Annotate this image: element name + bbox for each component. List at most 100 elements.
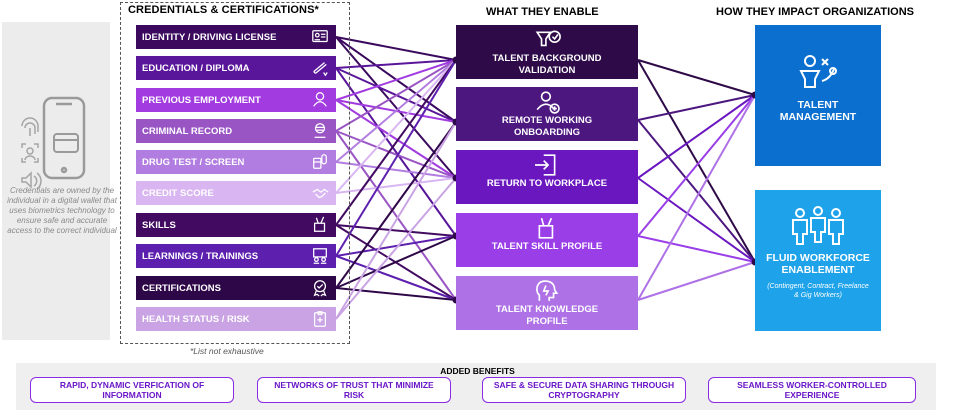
connector-line [335, 224, 457, 237]
benefit-rapid-verification: RAPID, DYNAMIC VERFICATION OF INFORMATIO… [30, 377, 234, 403]
person-icon [310, 91, 330, 109]
connector-line [335, 177, 457, 320]
connector-line [335, 59, 457, 163]
enable-label: TALENT KNOWLEDGE PROFILE [495, 304, 599, 327]
enable-return-to-workplace: RETURN TO WORKPLACE [456, 150, 638, 204]
credential-previous-employment: PREVIOUS EMPLOYMENT [136, 88, 336, 112]
impact-label: FLUID WORKFORCE ENABLEMENT [766, 252, 870, 276]
credential-label: CERTIFICATIONS [142, 282, 221, 294]
certificate-icon [310, 279, 330, 297]
credentials-header: CREDENTIALS & CERTIFICATIONS* [128, 4, 319, 16]
credential-label: LEARNINGS / TRAININGS [142, 250, 259, 262]
face-id-icon [21, 143, 39, 163]
connector-line [335, 36, 457, 61]
connector-line [335, 121, 457, 289]
connector-line [335, 121, 457, 320]
connector-line [335, 130, 457, 179]
impact-header: HOW THEY IMPACT ORGANIZATIONS [716, 6, 914, 18]
connector-line [335, 59, 457, 69]
connector-line [637, 94, 756, 237]
skill-cup-icon [532, 216, 562, 240]
digital-wallet-panel [2, 22, 110, 340]
connector-line [335, 67, 457, 237]
wallet-description: Credentials are owned by the individual … [7, 186, 117, 235]
pen-cup-icon [310, 216, 330, 234]
door-enter-icon [532, 153, 562, 177]
benefit-secure-data-sharing: SAFE & SECURE DATA SHARING THROUGH CRYPT… [482, 377, 686, 403]
impact-label: TALENT MANAGEMENT [779, 99, 857, 123]
workforce-group-icon [792, 206, 844, 245]
pills-icon [310, 153, 330, 171]
connector-line [335, 59, 457, 226]
benefit-worker-controlled: SEAMLESS WORKER-CONTROLLED EXPERIENCE [708, 377, 916, 403]
credential-label: CREDIT SCORE [142, 187, 214, 199]
enable-label: REMOTE WORKING ONBOARDING [501, 115, 593, 138]
enable-remote-working-onboarding: REMOTE WORKING ONBOARDING [456, 87, 638, 141]
id-card-icon [310, 28, 330, 46]
connector-line [637, 119, 756, 263]
enable-label: TALENT BACKGROUND VALIDATION [492, 53, 602, 76]
connector-line [637, 177, 756, 263]
benefits-title: ADDED BENEFITS [440, 366, 515, 376]
enable-label: RETURN TO WORKPLACE [486, 178, 608, 189]
credential-health-status-risk: HEALTH STATUS / RISK [136, 307, 336, 331]
connector-line [335, 235, 457, 289]
credential-label: DRUG TEST / SCREEN [142, 156, 245, 168]
strategy-person-icon [799, 55, 837, 88]
connector-line [335, 130, 457, 301]
connector-line [335, 287, 457, 301]
connector-line [335, 59, 457, 194]
connector-line [335, 177, 457, 194]
remote-worker-icon [532, 90, 562, 114]
connector-line [335, 59, 457, 257]
connector-line [637, 94, 756, 179]
prisoner-icon [310, 122, 330, 140]
background-check-icon [532, 28, 562, 52]
connector-line [335, 235, 457, 257]
impact-card-fluid-workforce: FLUID WORKFORCE ENABLEMENT (Contingent, … [755, 190, 881, 331]
credential-identity-driving-license: IDENTITY / DRIVING LICENSE [136, 25, 336, 49]
enable-talent-background-validation: TALENT BACKGROUND VALIDATION [456, 25, 638, 79]
health-clipboard-icon [310, 310, 330, 328]
handshake-icon [310, 184, 330, 202]
connector-line [637, 59, 756, 96]
enable-header: WHAT THEY ENABLE [486, 6, 599, 18]
fingerprint-icon [21, 117, 39, 136]
credential-criminal-record: CRIMINAL RECORD [136, 119, 336, 143]
credential-label: SKILLS [142, 219, 176, 231]
impact-sublabel: (Contingent, Contract, Freelance & Gig W… [767, 283, 869, 299]
connector-line [637, 94, 756, 301]
connector-line [637, 261, 756, 301]
connector-line [335, 99, 457, 179]
credential-drug-test-screen: DRUG TEST / SCREEN [136, 150, 336, 174]
connector-line [637, 94, 756, 121]
connector-line [335, 255, 457, 301]
phone-wallet-icon [42, 96, 86, 180]
credential-label: CRIMINAL RECORD [142, 125, 233, 137]
enable-talent-skill-profile: TALENT SKILL PROFILE [456, 213, 638, 267]
credential-label: HEALTH STATUS / RISK [142, 313, 250, 325]
credential-credit-score: CREDIT SCORE [136, 181, 336, 205]
connector-line [335, 59, 457, 132]
credential-label: EDUCATION / DIPLOMA [142, 62, 250, 74]
list-note: *List not exhaustive [190, 346, 264, 356]
connector-line [335, 59, 457, 101]
enable-talent-knowledge-profile: TALENT KNOWLEDGE PROFILE [456, 276, 638, 330]
impact-card-talent-management: TALENT MANAGEMENT [755, 25, 881, 166]
credentials-dashed-box [120, 2, 350, 344]
credential-education-diploma: EDUCATION / DIPLOMA [136, 56, 336, 80]
enable-label: TALENT SKILL PROFILE [491, 241, 603, 252]
credential-certifications: CERTIFICATIONS [136, 276, 336, 300]
credential-learnings-trainings: LEARNINGS / TRAININGS [136, 244, 336, 268]
credential-label: IDENTITY / DRIVING LICENSE [142, 31, 277, 43]
connector-line [637, 59, 756, 263]
credential-label: PREVIOUS EMPLOYMENT [142, 94, 261, 106]
knowledge-head-icon [532, 279, 562, 303]
training-icon [310, 247, 330, 265]
benefit-networks-of-trust: NETWORKS OF TRUST THAT MINIMIZE RISK [257, 377, 451, 403]
connector-line [335, 161, 457, 179]
credential-skills: SKILLS [136, 213, 336, 237]
voice-icon [21, 171, 42, 190]
diploma-icon [310, 59, 330, 77]
